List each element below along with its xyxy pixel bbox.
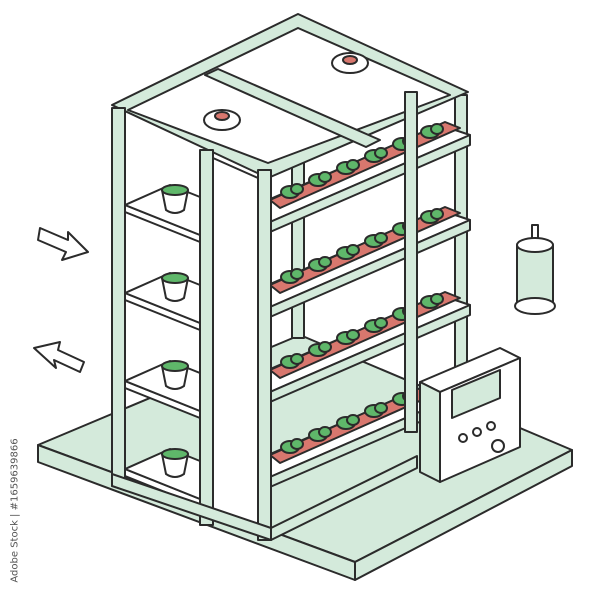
plant-pot	[161, 453, 189, 478]
rack-front-posts	[111, 91, 418, 541]
airflow-out-arrow-icon	[33, 341, 85, 373]
watermark: Adobe Stock | #1659639866	[9, 438, 21, 583]
control-panel	[419, 347, 521, 483]
control-button	[458, 433, 468, 443]
control-button	[472, 427, 482, 437]
rack-top-frame	[111, 13, 469, 179]
plant-pot	[161, 365, 189, 390]
plant-pot	[161, 277, 189, 302]
water-tank-cylinder	[514, 224, 556, 315]
plant-pot	[161, 189, 189, 214]
control-screen	[451, 369, 501, 419]
control-button	[486, 421, 496, 431]
control-dial	[491, 439, 505, 453]
airflow-in-arrow-icon	[37, 227, 89, 261]
